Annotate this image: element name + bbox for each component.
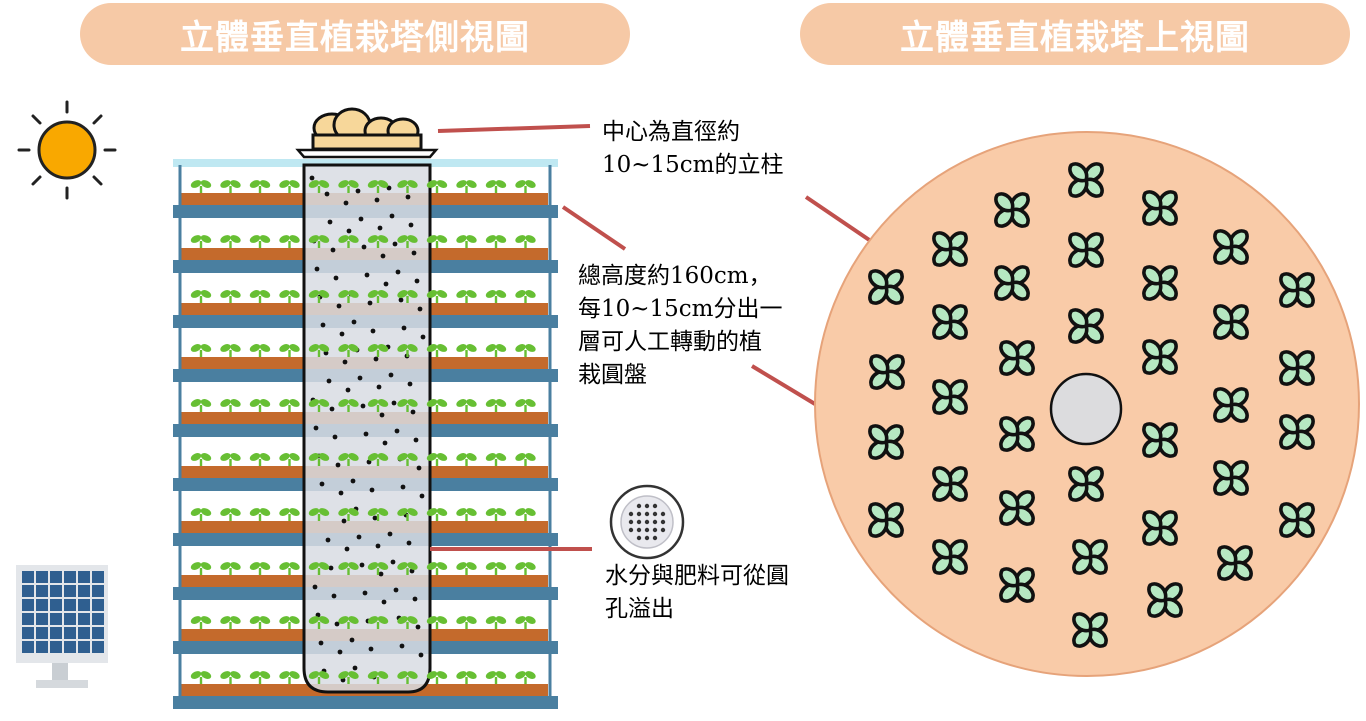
leaf-icon: [276, 613, 303, 631]
top-view-title: 立體垂直植栽塔上視圖: [800, 3, 1350, 65]
leaf-icon: [276, 668, 303, 686]
leaf-icon: [453, 287, 480, 305]
solar-panel-icon: [16, 565, 108, 688]
leaf-icon: [453, 613, 480, 631]
leaf-icon: [217, 232, 244, 250]
leaf-icon: [217, 613, 244, 631]
leaf-icon: [247, 450, 273, 468]
tower-shelf: [173, 696, 558, 709]
leaf-icon: [247, 177, 273, 195]
side-view-title: 立體垂直植栽塔側視圖: [80, 3, 630, 65]
leaf-icon: [247, 613, 273, 631]
leaf-icon: [188, 668, 214, 686]
leaf-icon: [247, 232, 273, 250]
center-pillar-top: [1049, 372, 1123, 446]
leaf-icon: [453, 396, 480, 414]
leaf-icon: [217, 341, 244, 359]
leaf-icon: [512, 613, 539, 631]
leaf-icon: [188, 341, 214, 359]
leaf-icon: [483, 613, 509, 631]
leaf-icon: [247, 559, 273, 577]
leaf-icon: [247, 341, 273, 359]
leaf-icon: [217, 668, 244, 686]
leaf-icon: [276, 559, 303, 577]
leaf-icon: [512, 232, 539, 250]
leaf-icon: [453, 668, 480, 686]
leaf-icon: [188, 505, 214, 523]
pillar-annotation: 中心為直徑約 10~15cm的立柱: [602, 119, 784, 178]
leaf-icon: [247, 668, 273, 686]
height-annotation: 總高度約160cm， 每10~15cm分出一 層可人工轉動的植 栽圓盤: [578, 263, 783, 388]
leaf-icon: [217, 450, 244, 468]
leaf-icon: [483, 396, 509, 414]
leaf-icon: [188, 613, 214, 631]
leaf-icon: [276, 232, 303, 250]
leaf-icon: [247, 287, 273, 305]
leaf-icon: [276, 505, 303, 523]
tower-top-cap: [173, 159, 558, 167]
leaf-icon: [188, 177, 214, 195]
leaf-icon: [276, 341, 303, 359]
leaf-icon: [453, 341, 480, 359]
leaf-icon: [276, 396, 303, 414]
leaf-icon: [483, 450, 509, 468]
leaf-icon: [483, 341, 509, 359]
leaf-icon: [276, 450, 303, 468]
leaf-icon: [512, 559, 539, 577]
sun-icon: [17, 100, 117, 200]
leaf-icon: [188, 287, 214, 305]
leaf-icon: [512, 341, 539, 359]
leaf-icon: [217, 505, 244, 523]
leaf-icon: [217, 287, 244, 305]
leaf-icon: [188, 232, 214, 250]
leaf-icon: [188, 450, 214, 468]
leaf-icon: [188, 559, 214, 577]
leaf-icon: [217, 177, 244, 195]
planter-tower: [173, 107, 558, 709]
leaf-icon: [276, 177, 303, 195]
leaf-icon: [512, 396, 539, 414]
leaf-icon: [483, 232, 509, 250]
leaf-icon: [483, 287, 509, 305]
leaf-icon: [276, 287, 303, 305]
leaf-icon: [217, 396, 244, 414]
leaf-icon: [453, 177, 480, 195]
leaf-icon: [512, 450, 539, 468]
leaf-icon: [483, 668, 509, 686]
leaf-icon: [512, 287, 539, 305]
leaf-icon: [453, 559, 480, 577]
leaf-icon: [453, 450, 480, 468]
leaf-icon: [483, 559, 509, 577]
leaf-icon: [247, 505, 273, 523]
top-view-disc: [814, 131, 1360, 677]
leaf-icon: [247, 396, 273, 414]
leaf-icon: [483, 505, 509, 523]
water-annotation: 水分與肥料可從圓 孔溢出: [605, 563, 789, 622]
perforated-hole-icon: [609, 484, 685, 560]
leaf-icon: [188, 396, 214, 414]
leaf-icon: [512, 505, 539, 523]
leaf-icon: [512, 668, 539, 686]
central-pillar: [302, 163, 432, 694]
leaf-icon: [512, 177, 539, 195]
leaf-icon: [453, 232, 480, 250]
leaf-icon: [217, 559, 244, 577]
leaf-icon: [453, 505, 480, 523]
leaf-icon: [483, 177, 509, 195]
top-plant: [295, 107, 439, 159]
